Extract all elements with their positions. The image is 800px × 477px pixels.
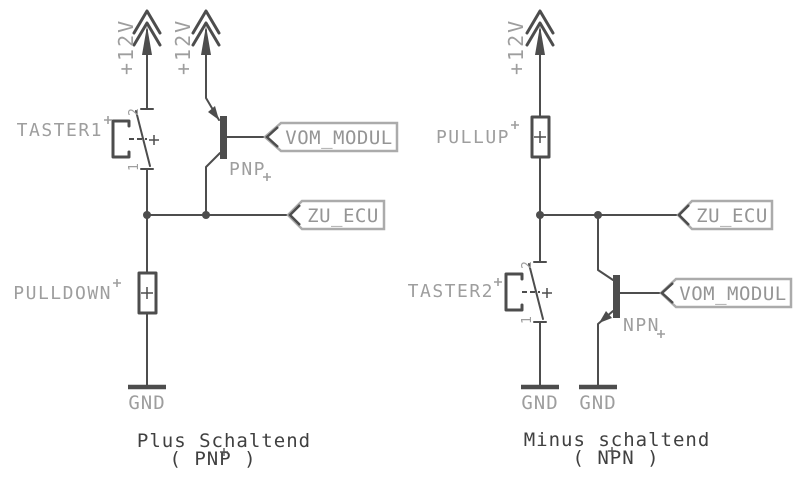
pin-number: 2 [520, 261, 535, 269]
resistor-body [530, 115, 551, 159]
net-flag-vom-modul: VOM_MODUL [263, 121, 399, 153]
origin-cross-icon [542, 288, 552, 298]
origin-cross-icon [220, 448, 228, 456]
button-actuator-icon [504, 272, 524, 312]
net-flag-label: VOM_MODUL [285, 127, 392, 149]
origin-cross-icon [263, 173, 271, 181]
net-flag-zu-ecu: ZU_ECU [676, 199, 774, 231]
net-flag-label: VOM_MODUL [679, 283, 786, 305]
caption-line2: ( NPN ) [572, 447, 659, 469]
net-flag-outline [676, 199, 774, 231]
junction-dot [202, 211, 210, 219]
ground-label: GND [128, 392, 165, 414]
wire [597, 214, 614, 281]
button-actuator-icon [111, 119, 131, 159]
left-circuit: +12V +12V 2 1 TASTER1 [13, 9, 399, 470]
caption-line1: Minus schaltend [524, 429, 711, 451]
transistor-base-bar [220, 116, 227, 159]
transistor-base-bar [613, 275, 620, 318]
push-button-taster1: 2 1 TASTER1 [17, 108, 159, 171]
net-flag-outline [659, 277, 793, 309]
ground-label: GND [579, 392, 616, 414]
transistor-pnp: PNP [208, 106, 271, 181]
resistor-pulldown: PULLDOWN [13, 271, 158, 315]
component-label-pullup: PULLUP [436, 127, 510, 148]
supply-chevron-icon [525, 21, 555, 47]
net-flag-vom-modul: VOM_MODUL [659, 277, 793, 309]
right-caption: Minus schaltend ( NPN ) [524, 429, 711, 469]
supply-chevron-icon [191, 21, 221, 47]
net-flag-label: ZU_ECU [696, 205, 768, 227]
origin-cross-icon [511, 121, 519, 129]
right-circuit: +12V PULLUP 2 1 TASTER2 [408, 9, 793, 469]
net-flag-label: ZU_ECU [307, 205, 379, 227]
transistor-npn: NPN [599, 275, 665, 338]
origin-cross-icon [608, 447, 616, 455]
resistor-pullup: PULLUP [436, 115, 551, 159]
ground-symbol: GND [128, 384, 166, 414]
push-button-taster2: 2 1 TASTER2 [408, 261, 552, 324]
origin-cross-icon [534, 131, 546, 143]
origin-cross-icon [657, 330, 665, 338]
ground-label: GND [521, 392, 558, 414]
supply-label: +12V [504, 19, 528, 75]
wire [205, 152, 221, 216]
supply-12v-symbol: +12V [504, 9, 555, 75]
component-label-taster2: TASTER2 [408, 281, 494, 302]
resistor-body [137, 271, 158, 315]
junction-dot [536, 211, 544, 219]
junction-dot [143, 211, 151, 219]
supply-12v-symbol: +12V [114, 9, 162, 75]
supply-chevron-icon [525, 9, 555, 35]
supply-chevron-icon [191, 9, 221, 35]
emitter-arrow-icon [599, 311, 612, 323]
net-flag-outline [286, 199, 386, 231]
origin-cross-icon [113, 279, 121, 287]
emitter-arrow-icon [208, 106, 219, 120]
component-label-pulldown: PULLDOWN [13, 283, 112, 304]
pin-number: 1 [520, 316, 535, 324]
supply-label: +12V [171, 19, 195, 75]
supply-chevron-icon [132, 21, 162, 47]
switch-lever [528, 263, 544, 320]
net-flag-tip-icon [265, 126, 279, 148]
transistor-label: NPN [623, 315, 660, 336]
caption-line1: Plus Schaltend [137, 430, 311, 452]
transistor-label: PNP [229, 159, 266, 180]
caption-line2: ( PNP ) [169, 448, 256, 470]
net-flag-outline [263, 121, 399, 153]
net-flag-tip-icon [660, 282, 674, 304]
ground-symbol: GND [521, 384, 559, 414]
pin-number: 1 [127, 163, 142, 171]
component-label-taster1: TASTER1 [17, 120, 103, 141]
junction-dot [594, 211, 602, 219]
net-flag-tip-icon [677, 204, 690, 226]
origin-cross-icon [141, 287, 153, 299]
supply-label: +12V [114, 19, 138, 75]
origin-cross-icon [494, 278, 502, 286]
supply-12v-symbol: +12V [171, 9, 221, 75]
origin-cross-icon [104, 116, 112, 124]
origin-cross-icon [149, 135, 159, 145]
supply-chevron-icon [132, 9, 162, 35]
net-flag-zu-ecu: ZU_ECU [286, 199, 386, 231]
ground-symbol: GND [579, 384, 617, 414]
switch-lever [135, 110, 151, 167]
left-caption: Plus Schaltend ( PNP ) [137, 430, 311, 470]
net-flag-tip-icon [288, 204, 301, 226]
pin-number: 2 [127, 108, 142, 116]
